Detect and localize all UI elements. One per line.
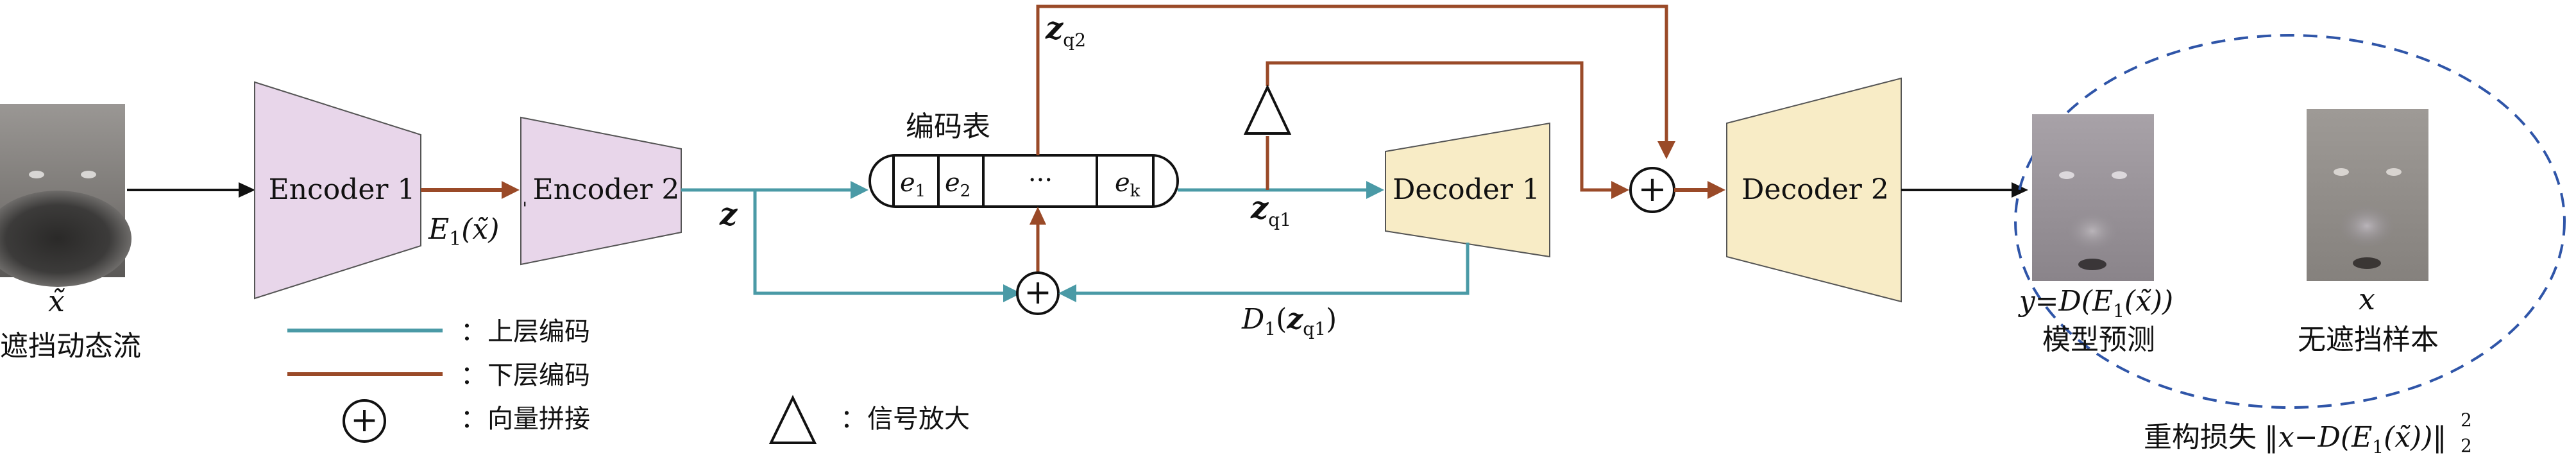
plus-to-decoder2-arrow — [1674, 181, 1725, 199]
input-to-encoder1-arrow — [127, 182, 255, 198]
amplifier-triangle — [1243, 84, 1292, 135]
encoder2-block: ˌ Encoder 2 — [520, 116, 682, 266]
plus-to-codebook-arrow — [1030, 207, 1046, 273]
legend-lower: ： 下层编码 — [287, 361, 590, 390]
loss-norm-sub: 2 — [2461, 435, 2472, 455]
legend-amplify: ： 信号放大 — [768, 395, 970, 444]
decoder2-to-prediction-arrow — [1901, 182, 2028, 198]
decoder2-label: Decoder 2 — [1741, 173, 1889, 206]
zq1-label: zq1 — [1250, 190, 1291, 230]
codebook-cell: e1 — [900, 168, 926, 201]
sample-caption: 无遮挡样本 — [2298, 323, 2439, 356]
e1-output-label: E1(x̃) — [428, 213, 499, 250]
legend-colon: ： — [840, 404, 866, 434]
prediction-formula: y=D(E1(x̃)) — [2018, 285, 2173, 322]
encoder2-tick: ˌ — [522, 187, 527, 209]
codebook-to-decoder1-arrow — [1178, 181, 1384, 199]
concat-node-upper: + — [1629, 167, 1675, 213]
input-caption: 遮挡动态流 — [0, 330, 141, 363]
codebook-cell: ek — [1115, 168, 1140, 201]
codebook-title: 编码表 — [906, 110, 990, 143]
encoder2-to-codebook-arrow — [681, 181, 869, 199]
z-label: z — [719, 196, 738, 232]
decoder2-block: Decoder 2 — [1726, 77, 1902, 303]
legend-upper-text: 上层编码 — [487, 317, 590, 347]
sample-symbol: x — [2359, 282, 2375, 316]
plus-sign: + — [1024, 273, 1052, 312]
loss-norm-sup: 2 — [2461, 409, 2472, 431]
legend-colon: ： — [461, 404, 486, 434]
input-symbol: x̃ — [48, 284, 65, 318]
amplify-path — [1266, 61, 1629, 199]
legend: ： 上层编码 ： 下层编码 + ： 向量拼接 ： 信号放大 — [287, 317, 970, 444]
legend-concat: + ： 向量拼接 — [343, 399, 590, 443]
encoder2-label: Encoder 2 — [533, 173, 680, 206]
ground-truth-image — [2307, 109, 2428, 281]
prediction-caption: 模型预测 — [2042, 323, 2155, 356]
zq2-path — [1036, 4, 1675, 159]
codebook-cell: e2 — [945, 168, 970, 201]
encoder1-to-encoder2-arrow — [421, 181, 520, 199]
concat-node-lower: + — [1016, 271, 1060, 315]
output-ellipse — [2014, 34, 2566, 409]
occluded-input-image — [0, 104, 131, 287]
legend-amplify-text: 信号放大 — [867, 404, 970, 434]
legend-colon: ： — [461, 361, 486, 390]
codebook: e1 e2 ··· ek — [869, 154, 1179, 208]
z-to-plus-arrow — [753, 190, 1021, 302]
decoder1-to-plus-arrow — [1058, 243, 1470, 302]
loss-formula: ‖x−D(E1(x̃))‖ — [2264, 421, 2446, 455]
legend-concat-text: 向量拼接 — [487, 404, 590, 434]
plus-sign: + — [1638, 169, 1666, 209]
plus-sign: + — [350, 401, 378, 440]
legend-lower-text: 下层编码 — [487, 361, 590, 390]
decoder1-label: Decoder 1 — [1393, 173, 1540, 206]
loss-caption: 重构损失 — [2144, 421, 2257, 454]
prediction-image — [2032, 114, 2154, 281]
decoder1-block: Decoder 1 — [1385, 122, 1550, 258]
encoder1-label: Encoder 1 — [269, 173, 416, 206]
encoder1-block: Encoder 1 — [254, 81, 421, 300]
legend-colon: ： — [461, 317, 486, 347]
codebook-cell: ··· — [1028, 166, 1053, 195]
zq2-label: zq2 — [1045, 10, 1086, 51]
d1-output-label: D1(zq1) — [1241, 303, 1337, 339]
legend-upper: ： 上层编码 — [287, 317, 590, 347]
